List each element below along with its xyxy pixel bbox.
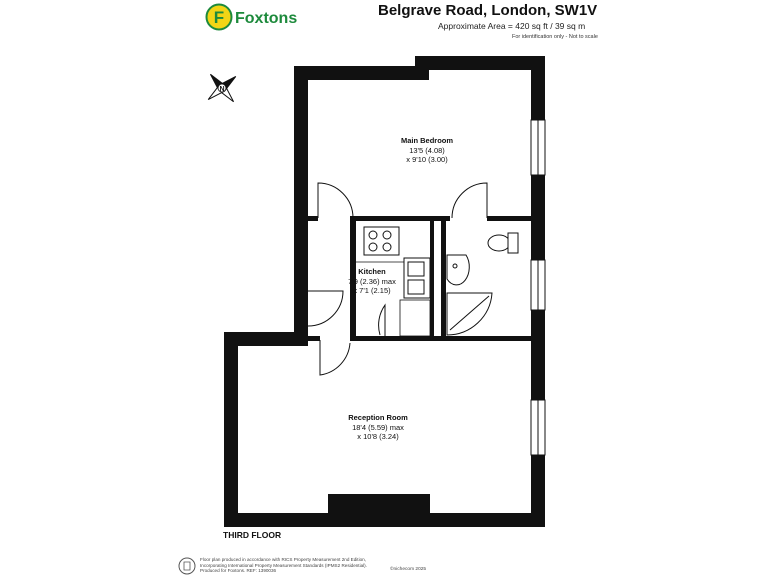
- room-dims: x 10'8 (3.24): [357, 432, 399, 441]
- copyright-badge: ©nichecom 2025: [390, 567, 427, 572]
- room-name: Kitchen: [358, 267, 386, 276]
- approximate-area: Approximate Area = 420 sq ft / 39 sq m: [438, 21, 586, 31]
- rics-badge-icon: [178, 557, 196, 575]
- room-dims: x 9'10 (3.00): [406, 155, 448, 164]
- window-bathroom: [530, 259, 546, 311]
- outer-walls: [224, 56, 545, 527]
- footer-notes: Floor plan produced in accordance with R…: [200, 557, 367, 574]
- toilet: [487, 232, 519, 254]
- foxtons-logo: F Foxtons: [205, 2, 301, 32]
- room-kitchen: Kitchen 7'9 (2.36) max x 7'1 (2.15): [348, 267, 396, 296]
- room-reception: Reception Room 18'4 (5.59) max x 10'8 (3…: [348, 413, 408, 442]
- svg-text:F: F: [214, 8, 224, 27]
- basin: [446, 254, 470, 286]
- room-main-bedroom: Main Bedroom 13'5 (4.08) x 9'10 (3.00): [401, 136, 453, 165]
- footer-line: Floor plan produced in accordance with R…: [200, 557, 366, 562]
- footer-line: Incorporating International Property Mea…: [200, 562, 367, 568]
- room-name: Main Bedroom: [400, 136, 454, 145]
- room-dims: 13'5 (4.08): [409, 145, 445, 155]
- room-name: Reception Room: [348, 413, 408, 422]
- compass-icon: N: [207, 73, 237, 103]
- doors: [307, 182, 488, 376]
- internal-walls: [308, 216, 537, 341]
- brand-name: Foxtons: [235, 10, 297, 27]
- property-title: Belgrave Road, London, SW1V: [378, 2, 598, 19]
- window-bedroom: [530, 119, 546, 176]
- hob: [363, 226, 400, 256]
- footer-line: Produced for Foxtons. REF: 1390036: [200, 568, 277, 574]
- kitchen-sink: [403, 257, 431, 299]
- room-dims: x 7'1 (2.15): [353, 286, 391, 295]
- room-dims: 7'9 (2.36) max: [348, 276, 396, 286]
- kitchen-counter: [356, 261, 431, 337]
- window-reception: [530, 399, 546, 456]
- shower: [446, 292, 493, 336]
- compass-north-label: N: [219, 86, 224, 93]
- scale-disclaimer: For identification only - Not to scale: [512, 34, 598, 40]
- floor-label: THIRD FLOOR: [223, 530, 282, 540]
- room-dims: 18'4 (5.59) max: [352, 422, 404, 432]
